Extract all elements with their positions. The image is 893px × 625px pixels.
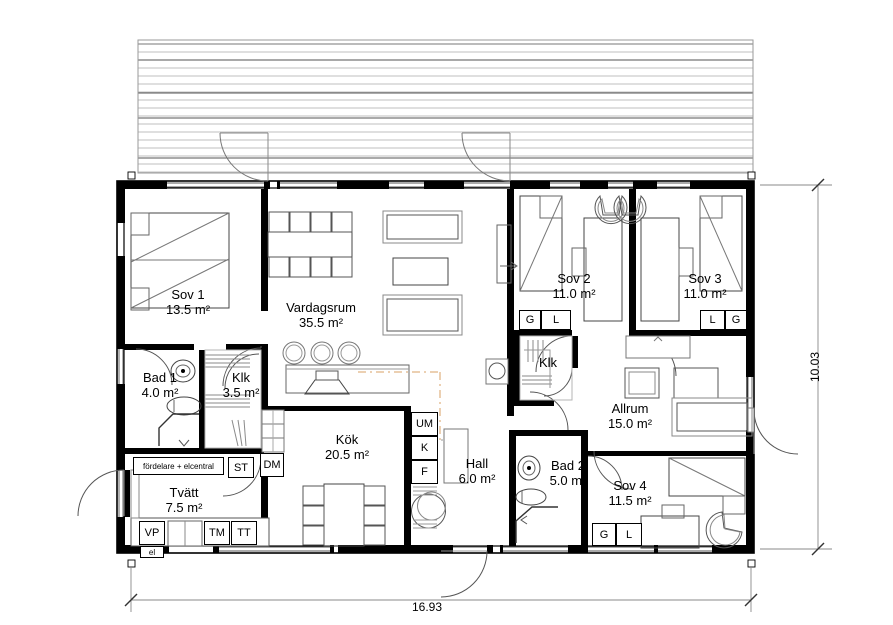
tag-f: F	[411, 460, 438, 484]
sov4-furniture	[640, 457, 746, 549]
bed-sov1	[130, 212, 230, 311]
room-name: Sov 3	[688, 271, 722, 286]
bathroom-fixtures-bad1	[158, 359, 202, 447]
bed-sov3	[613, 194, 743, 322]
room-area: 3.5 m²	[222, 384, 260, 400]
service-line	[358, 371, 441, 440]
tag-um: UM	[411, 412, 438, 436]
dining-table-vardagsrum	[267, 211, 353, 278]
cabinet-run-kok	[261, 409, 285, 453]
dimension-width-label: 16.93	[412, 600, 443, 614]
tag-sov2-g: G	[519, 310, 541, 330]
room-area: 15.0 m²	[607, 415, 653, 431]
room-label-klk2: Klk	[524, 355, 572, 371]
tag-el: el	[140, 546, 164, 558]
closet-shelving-klk1	[204, 349, 262, 449]
tv-unit-vardagsrum	[496, 224, 518, 284]
room-name: Tvätt	[169, 485, 199, 500]
room-area: 11.5 m²	[608, 492, 652, 508]
room-label-kok: Kök 20.5 m²	[302, 432, 392, 463]
tag-st: ST	[228, 457, 254, 478]
room-label-sov1: Sov 1 13.5 m²	[138, 287, 238, 318]
tag-sov4-g: G	[592, 523, 616, 546]
sofa-group-vardagsrum	[382, 210, 463, 336]
room-label-bad1: Bad 1 4.0 m²	[118, 370, 202, 401]
kitchen-island	[282, 341, 410, 395]
room-label-sov2: Sov 2 11.0 m²	[526, 271, 622, 302]
tag-sov2-l: L	[541, 310, 571, 330]
tag-dm: DM	[260, 453, 284, 477]
room-label-vardagsrum: Vardagsrum 35.5 m²	[261, 300, 381, 331]
room-name: Allrum	[611, 401, 649, 416]
room-name: Kök	[335, 432, 359, 447]
room-label-sov4: Sov 4 11.5 m²	[585, 478, 675, 509]
room-name: Hall	[465, 456, 489, 471]
tag-tm: TM	[204, 521, 230, 545]
dimension-lines	[124, 178, 832, 612]
exterior-walls	[116, 171, 756, 568]
tag-sov3-g: G	[725, 310, 747, 330]
room-label-hall: Hall 6.0 m²	[441, 456, 513, 487]
room-name: Sov 1	[171, 287, 205, 302]
tag-fordelare-elcentral: fördelare + elcentral	[133, 457, 224, 475]
room-name: Sov 4	[613, 478, 647, 493]
furniture	[130, 194, 753, 549]
room-label-bad2: Bad 2 5.0 m²	[528, 458, 608, 489]
room-area: 11.0 m²	[552, 285, 596, 301]
bathroom-fixtures-bad2	[515, 455, 558, 543]
dimension-height-label: 10.03	[808, 351, 823, 383]
tag-tt: TT	[231, 521, 257, 545]
interior-walls	[124, 189, 746, 546]
allrum-furniture	[624, 335, 753, 437]
terrace-deck	[137, 39, 754, 174]
room-area: 5.0 m²	[549, 472, 587, 488]
room-name: Klk	[538, 355, 558, 370]
room-label-allrum: Allrum 15.0 m²	[585, 401, 675, 432]
bed-sov2	[519, 194, 628, 322]
room-name: Vardagsrum	[286, 300, 356, 315]
room-name: Sov 2	[557, 271, 591, 286]
room-area: 7.5 m²	[165, 499, 203, 515]
room-area: 6.0 m²	[458, 470, 496, 486]
room-area: 4.0 m²	[141, 384, 179, 400]
hall-furniture	[411, 428, 469, 529]
room-area: 35.5 m²	[298, 314, 344, 330]
tag-k: K	[411, 436, 438, 460]
room-name: Bad 1	[143, 370, 177, 385]
room-label-sov3: Sov 3 11.0 m²	[657, 271, 753, 302]
closet-shelving-klk2	[519, 335, 573, 401]
room-label-klk1: Klk 3.5 m²	[205, 370, 277, 401]
tag-sov4-l: L	[616, 523, 642, 546]
tag-sov3-l: L	[700, 310, 725, 330]
room-label-tvatt: Tvätt 7.5 m²	[139, 485, 229, 516]
tag-vp: VP	[139, 521, 165, 545]
room-area: 20.5 m²	[324, 446, 370, 462]
kitchen-table	[302, 483, 386, 547]
room-name: Bad 2	[551, 458, 585, 473]
appliance-circle	[485, 358, 509, 385]
room-area: 11.0 m²	[683, 285, 727, 301]
room-area: 13.5 m²	[165, 301, 211, 317]
room-name: Klk	[231, 370, 251, 385]
